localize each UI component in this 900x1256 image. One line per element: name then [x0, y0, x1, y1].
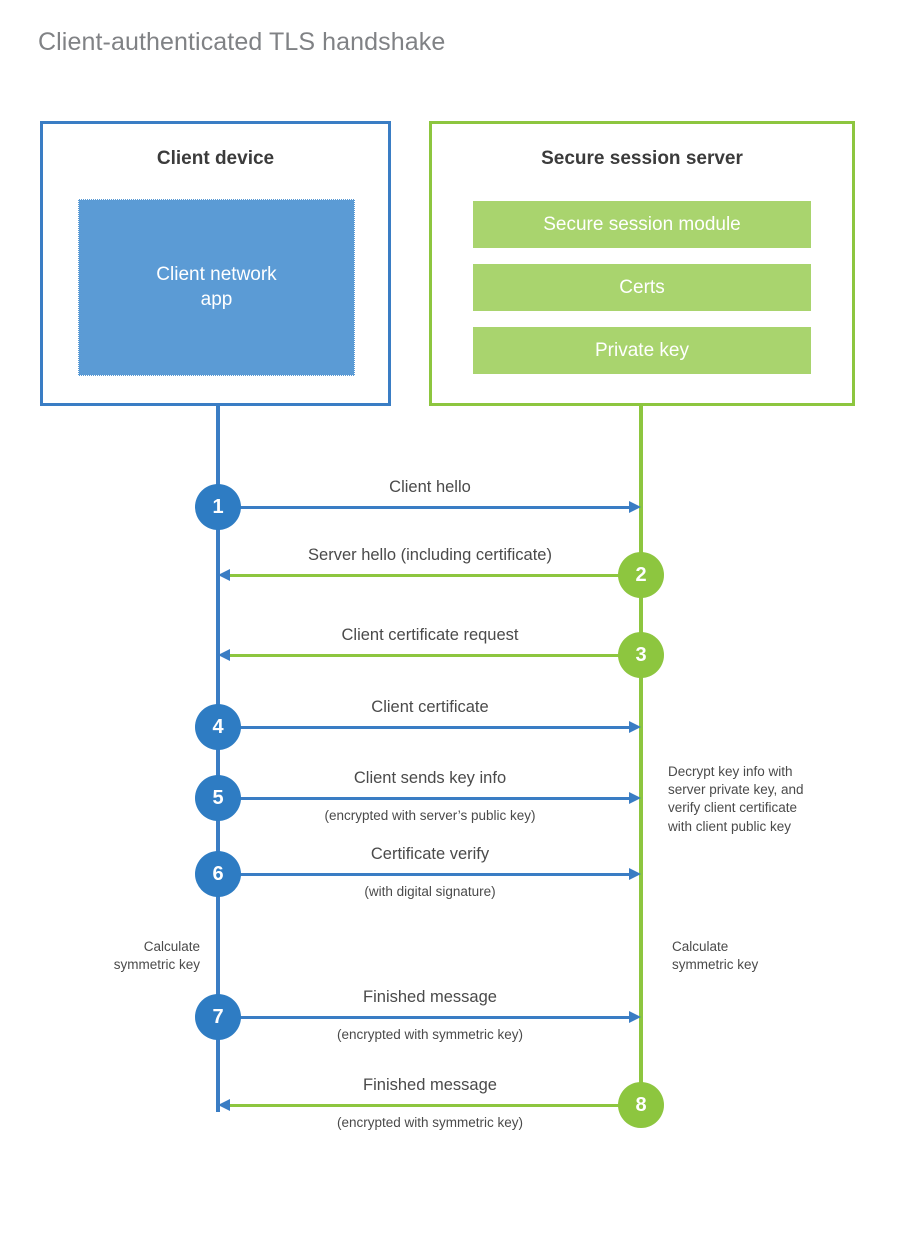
- step-5-arrowhead: [629, 791, 641, 804]
- step-circle-6[interactable]: 6: [195, 851, 241, 897]
- note-calculate-symmetric-key-server: Calculate symmetric key: [672, 939, 759, 973]
- client-device-title: Client device: [156, 148, 275, 169]
- note-decrypt-key-info: Decrypt key info with server private key…: [668, 764, 804, 834]
- step-5-arrow: [218, 791, 641, 804]
- server-component-certs: Certs: [473, 264, 811, 311]
- step-circle-1[interactable]: 1: [195, 484, 241, 530]
- step-circle-3[interactable]: 3: [618, 632, 664, 678]
- step-7-arrowhead: [629, 1010, 641, 1023]
- step-circle-4[interactable]: 4: [195, 704, 241, 750]
- step-6-arrow: [218, 867, 641, 880]
- step-7-arrow: [218, 1010, 641, 1023]
- step-3-arrow: [218, 648, 641, 661]
- client-device-box: Client device Client network app: [40, 121, 391, 406]
- step-6-sublabel: (with digital signature): [364, 884, 496, 899]
- step-2-arrow: [218, 568, 641, 581]
- step-6-arrowhead: [629, 867, 641, 880]
- step-1-arrowhead: [629, 500, 641, 513]
- secure-session-server-box: Secure session server Secure session mod…: [429, 121, 855, 406]
- step-4-label: Client certificate: [371, 698, 489, 716]
- step-8-label: Finished message: [363, 1076, 497, 1094]
- step-5-label: Client sends key info: [353, 769, 507, 787]
- step-7-sublabel: (encrypted with symmetric key): [336, 1027, 524, 1042]
- page-title: Client-authenticated TLS handshake: [38, 28, 446, 56]
- step-4-arrowhead: [629, 720, 641, 733]
- note-calculate-symmetric-key-client: Calculate symmetric key: [113, 939, 200, 973]
- server-component-secure-session-module: Secure session module: [473, 201, 811, 248]
- step-1-label: Client hello: [389, 478, 471, 496]
- step-7-label: Finished message: [363, 988, 497, 1006]
- server-lifeline: [639, 406, 643, 1106]
- client-lifeline: [216, 406, 220, 1112]
- step-8-arrow: [218, 1098, 641, 1111]
- step-8-sublabel: (encrypted with symmetric key): [336, 1115, 524, 1130]
- step-4-arrow: [218, 720, 641, 733]
- step-circle-8[interactable]: 8: [618, 1082, 664, 1128]
- step-2-label: Server hello (including certificate): [308, 546, 552, 564]
- client-network-app-box: Client network app: [78, 199, 355, 376]
- step-3-label: Client certificate request: [341, 626, 519, 644]
- step-circle-7[interactable]: 7: [195, 994, 241, 1040]
- step-8-arrowhead: [218, 1098, 230, 1111]
- step-1-arrow: [218, 500, 641, 513]
- step-2-arrowhead: [218, 568, 230, 581]
- secure-session-server-title: Secure session server: [541, 148, 743, 169]
- step-5-sublabel: (encrypted with server’s public key): [324, 808, 536, 823]
- server-component-private-key: Private key: [473, 327, 811, 374]
- step-circle-5[interactable]: 5: [195, 775, 241, 821]
- step-3-arrowhead: [218, 648, 230, 661]
- step-circle-2[interactable]: 2: [618, 552, 664, 598]
- step-6-label: Certificate verify: [370, 845, 490, 863]
